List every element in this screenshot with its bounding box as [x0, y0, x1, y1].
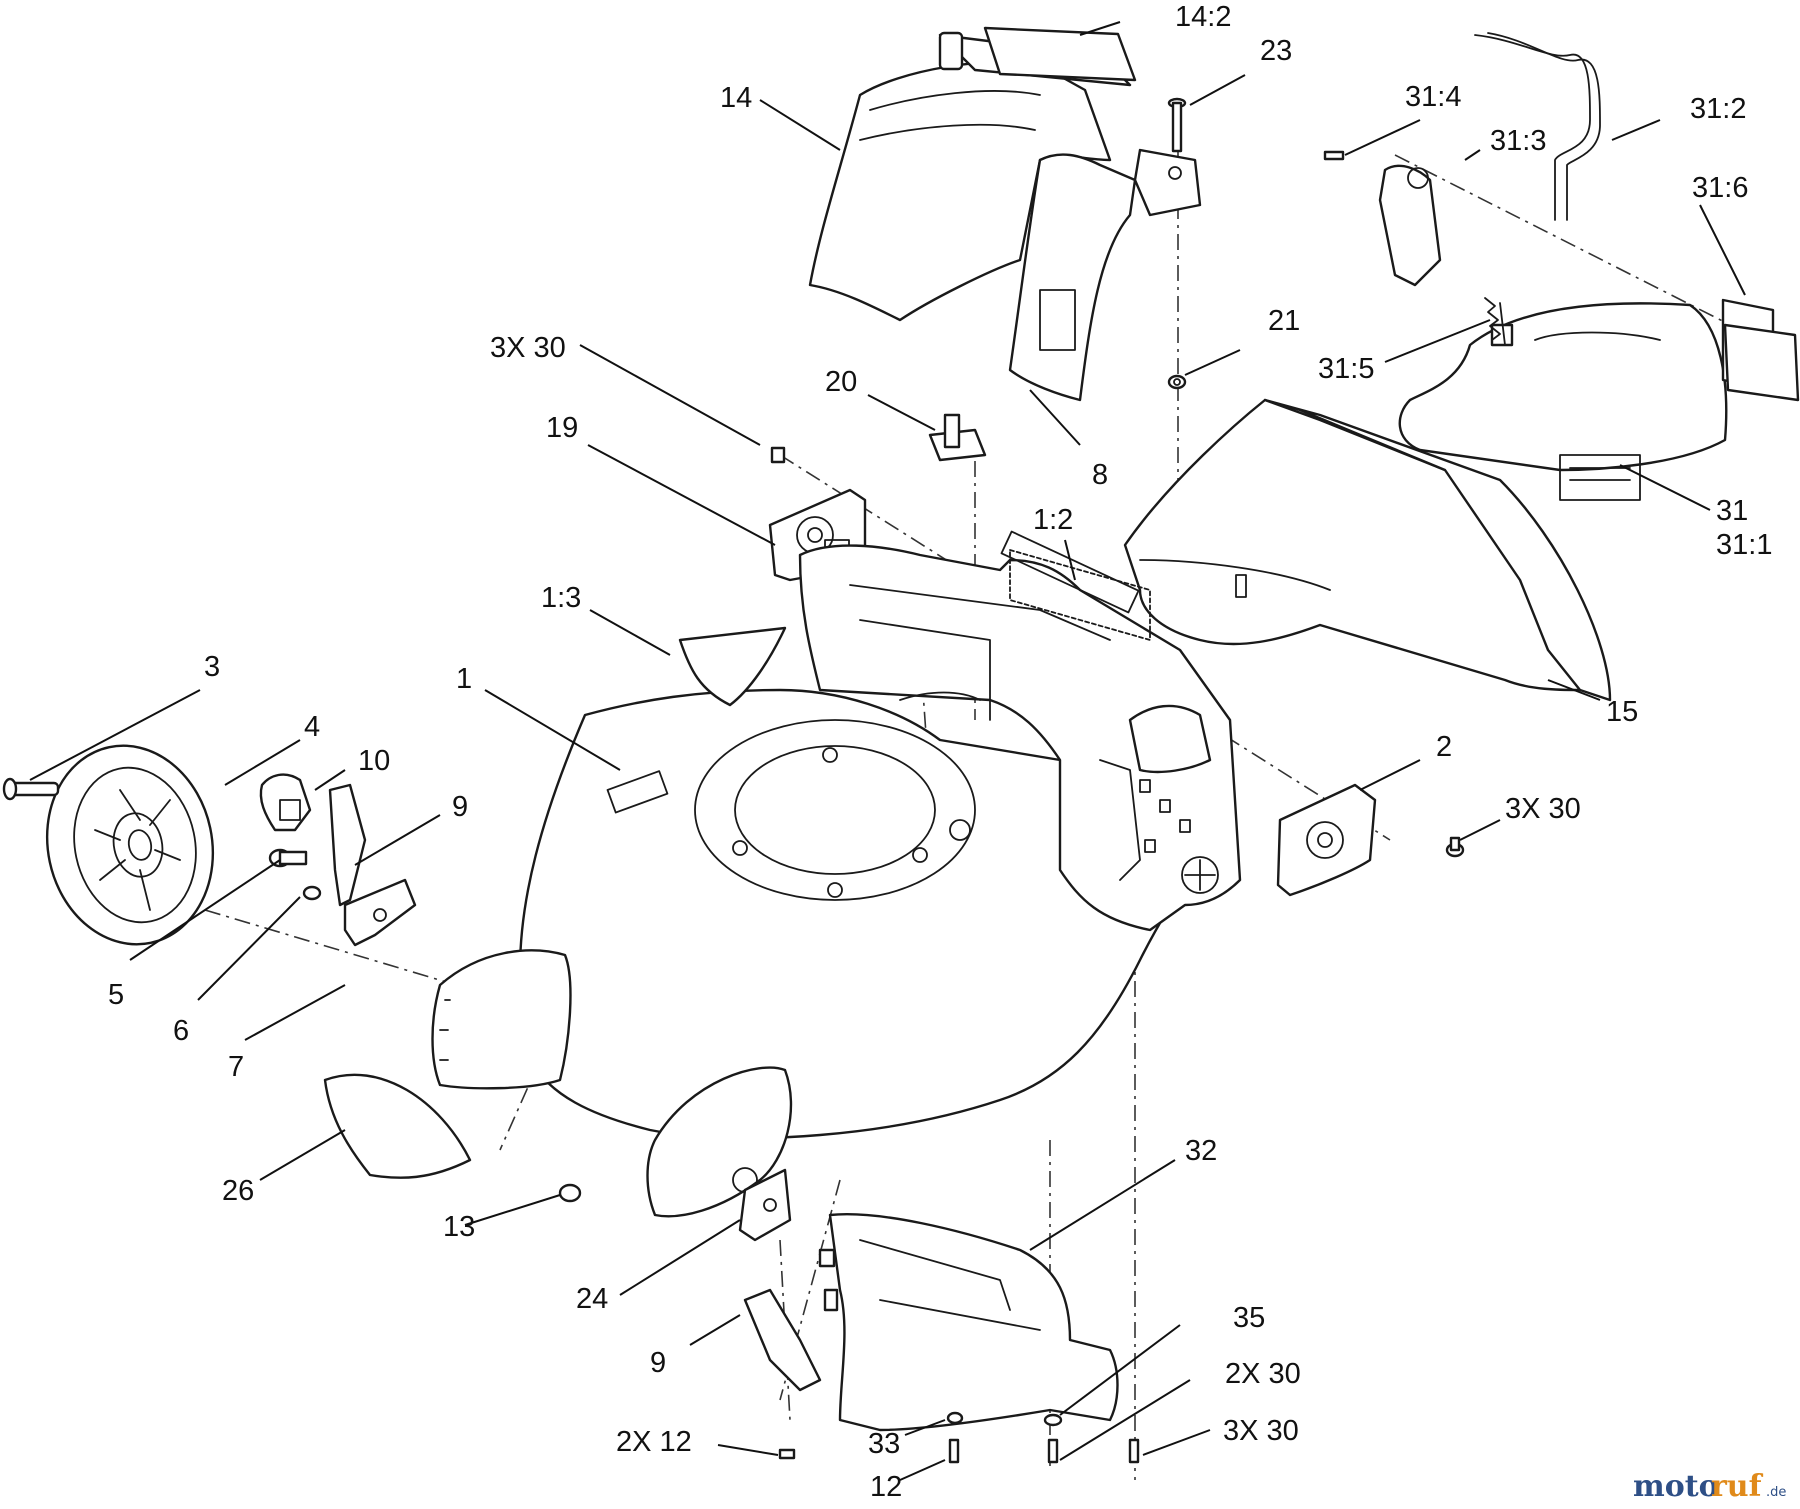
decal-1-3: [678, 626, 787, 707]
callout-1: 1: [456, 663, 472, 695]
screw-30-bottom-b: [1128, 1438, 1140, 1464]
callout-19: 19: [546, 412, 578, 444]
height-lever-9b: [743, 1288, 822, 1392]
callout-31-2: 31:2: [1690, 93, 1746, 125]
callout-1-3: 1:3: [541, 582, 581, 614]
callout-12: 12: [870, 1471, 902, 1503]
adjuster-plate-7: [343, 878, 417, 947]
callout-23: 23: [1260, 35, 1292, 67]
callout-1-2: 1:2: [1033, 504, 1073, 536]
nut-13: [558, 1183, 582, 1203]
screw-12: [948, 1438, 960, 1464]
bolt-5: [268, 848, 308, 868]
leader-lines: [29, 21, 1746, 1481]
callout-21: 21: [1268, 305, 1300, 337]
rear-skirt-32: [818, 1213, 1119, 1432]
callout-2: 2: [1436, 731, 1452, 763]
front-wheel-left: [431, 949, 572, 1090]
callout-2x12: 2X 12: [616, 1426, 692, 1458]
callout-31-6: 31:6: [1692, 172, 1748, 204]
callout-3x30-top: 3X 30: [490, 332, 566, 364]
watermark-suffix: .de: [1766, 1485, 1786, 1500]
screw-12-left: [778, 1448, 796, 1460]
washer-6: [302, 885, 322, 901]
callout-14-2: 14:2: [1175, 1, 1231, 33]
callout-4: 4: [304, 711, 320, 743]
callout-3x30-right: 3X 30: [1505, 793, 1581, 825]
callout-9-upper: 9: [452, 791, 468, 823]
callout-15: 15: [1606, 696, 1638, 728]
callout-31-4: 31:4: [1405, 81, 1461, 113]
screw-30-bottom-a: [1047, 1438, 1059, 1464]
callout-13: 13: [443, 1211, 475, 1243]
washer-35: [1043, 1413, 1063, 1427]
watermark-part-a: moto: [1633, 1469, 1719, 1504]
callout-9-lower: 9: [650, 1347, 666, 1379]
spring-31-5: [1484, 297, 1501, 341]
decal-14-2: [983, 26, 1137, 82]
callout-26: 26: [222, 1175, 254, 1207]
mower-deck-housing: [518, 530, 1242, 1140]
rear-wheel-part: [2, 744, 215, 946]
callout-24: 24: [576, 1283, 608, 1315]
callout-2x30: 2X 30: [1225, 1358, 1301, 1390]
screw-30-top: [770, 446, 786, 464]
screw-23: [1167, 97, 1187, 153]
decal-31-6: [1723, 323, 1800, 402]
screw-30-right: [1445, 836, 1465, 858]
callout-8: 8: [1092, 459, 1108, 491]
adjuster-plate-24: [738, 1168, 792, 1242]
front-wheel-right: [646, 1066, 793, 1218]
callout-3: 3: [204, 651, 220, 683]
screw-31-4: [1323, 150, 1345, 161]
pivot-plate-2: [1276, 783, 1377, 897]
callout-10: 10: [358, 745, 390, 777]
callout-labels: 14:2 23 14 31:4 31:2 31:3 31:6 21 3X 30 …: [108, 1, 1772, 1503]
callout-6: 6: [173, 1015, 189, 1047]
clip-20: [928, 413, 987, 462]
callout-14: 14: [720, 82, 752, 114]
callout-31-1: 31:1: [1716, 529, 1772, 561]
bushing-10: [259, 773, 312, 832]
callout-32: 32: [1185, 1135, 1217, 1167]
callout-31: 31: [1716, 495, 1748, 527]
wheel-cover-26: [323, 1073, 472, 1179]
callout-20: 20: [825, 366, 857, 398]
callout-7: 7: [228, 1051, 244, 1083]
callout-35: 35: [1233, 1302, 1265, 1334]
nut-21: [1167, 374, 1187, 390]
callout-5: 5: [108, 979, 124, 1011]
discharge-tunnel-part: [1123, 398, 1612, 702]
callout-33: 33: [868, 1428, 900, 1460]
side-panel-part: [1008, 148, 1202, 402]
callout-31-3: 31:3: [1490, 125, 1546, 157]
screw-33: [946, 1411, 964, 1425]
callout-3x30-bottom: 3X 30: [1223, 1415, 1299, 1447]
watermark: moto ruf .de: [1633, 1469, 1786, 1504]
callout-31-5: 31:5: [1318, 353, 1374, 385]
decal-1-2: [1009, 549, 1151, 641]
watermark-part-b: ruf: [1711, 1469, 1764, 1504]
height-lever-9a: [328, 783, 367, 907]
